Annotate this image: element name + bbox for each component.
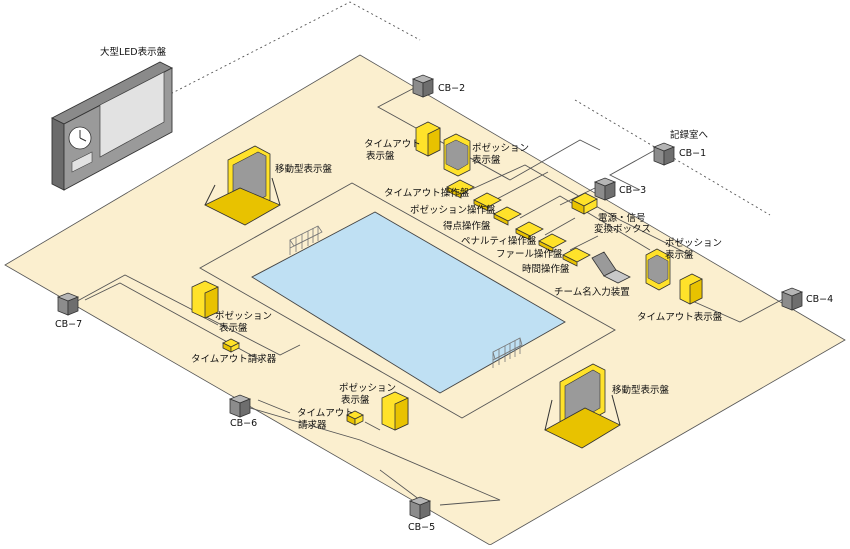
timeout-display-top-label-1: タイムアウト bbox=[364, 139, 421, 150]
position-display-bottom-label-1: ポゼッション bbox=[339, 382, 396, 394]
mobile-display-right-label: 移動型表示盤 bbox=[612, 384, 670, 396]
timeout-display-top bbox=[415, 121, 441, 157]
penalty-console-label: ペナルティ操作盤 bbox=[461, 235, 537, 247]
mobile-display-right bbox=[544, 363, 621, 449]
timeout-requester-left bbox=[222, 338, 240, 353]
position-display-top-label-2: 表示盤 bbox=[472, 154, 501, 166]
position-display-bottom-label-2: 表示盤 bbox=[341, 394, 370, 406]
cb-7-label: CB−7 bbox=[55, 319, 82, 330]
penalty-console bbox=[515, 221, 544, 241]
position-display-left-label-2: 表示盤 bbox=[219, 322, 248, 334]
cb-7-box bbox=[56, 292, 80, 316]
pool-deck-outline bbox=[199, 182, 616, 419]
cb-6-label: CB−6 bbox=[230, 418, 257, 429]
cb-1-label: CB−1 bbox=[679, 148, 706, 159]
power-signal-label-2: 変換ボックス bbox=[594, 223, 651, 235]
pool bbox=[251, 211, 566, 394]
timeout-display-top-label-2: 表示盤 bbox=[366, 150, 395, 162]
time-console-label: 時間操作盤 bbox=[522, 263, 570, 275]
position-display-bottom bbox=[381, 391, 409, 431]
foul-console-label: ファール操作盤 bbox=[496, 248, 563, 260]
timeout-display-right bbox=[679, 273, 703, 305]
timeout-display-right-label: タイムアウト表示盤 bbox=[637, 311, 723, 323]
timeout-requester-bottom bbox=[346, 410, 364, 426]
cb-5-label: CB−5 bbox=[408, 522, 435, 533]
led-board-label: 大型LED表示盤 bbox=[100, 46, 167, 58]
cb-6-box bbox=[228, 394, 252, 418]
building-outline bbox=[99, 1, 421, 131]
cable-network bbox=[69, 84, 786, 506]
timeout-request-bottom-label-1: タイムアウト bbox=[297, 408, 354, 419]
timeout-request-left-label: タイムアウト請求器 bbox=[191, 353, 277, 365]
position-console-label: ポゼッション操作盤 bbox=[410, 204, 496, 216]
cb-3-box bbox=[593, 177, 617, 201]
position-display-top bbox=[443, 133, 471, 177]
mobile-display-left-label: 移動型表示盤 bbox=[275, 163, 333, 175]
cb-1-box bbox=[652, 142, 676, 166]
goal-right bbox=[492, 337, 523, 368]
timeout-console-label: タイムアウト操作盤 bbox=[384, 187, 470, 199]
team-name-input-label: チーム名入力装置 bbox=[554, 286, 630, 298]
cb-4-box bbox=[780, 287, 804, 311]
score-console-label: 得点操作盤 bbox=[443, 220, 491, 232]
score-console bbox=[493, 206, 522, 226]
foul-console bbox=[538, 233, 567, 253]
position-display-right-label-1: ポゼッション bbox=[665, 237, 722, 249]
position-display-left bbox=[191, 280, 219, 319]
position-display-right bbox=[645, 248, 671, 291]
cb-3-label: CB−3 bbox=[619, 185, 646, 196]
cb-5-box bbox=[408, 496, 432, 520]
position-display-top-label-1: ポゼッション bbox=[472, 142, 529, 154]
timeout-request-bottom-label-2: 請求器 bbox=[298, 419, 327, 431]
cb-2-box bbox=[411, 74, 435, 98]
position-display-left-label-1: ポゼッション bbox=[215, 310, 272, 322]
team-name-input-device bbox=[591, 251, 631, 284]
power-signal-box bbox=[571, 192, 598, 215]
goal-left bbox=[289, 225, 323, 255]
position-console bbox=[473, 192, 502, 212]
cb-4-label: CB−4 bbox=[806, 294, 833, 305]
mobile-display-left bbox=[204, 145, 281, 226]
record-room-label: 記録室へ bbox=[670, 129, 709, 141]
power-signal-label-1: 電源・信号 bbox=[598, 212, 646, 224]
cb-2-label: CB−2 bbox=[438, 83, 465, 94]
large-led-board bbox=[51, 61, 173, 191]
timeout-console bbox=[446, 179, 475, 199]
time-console bbox=[562, 247, 591, 267]
position-display-right-label-2: 表示盤 bbox=[665, 249, 694, 261]
